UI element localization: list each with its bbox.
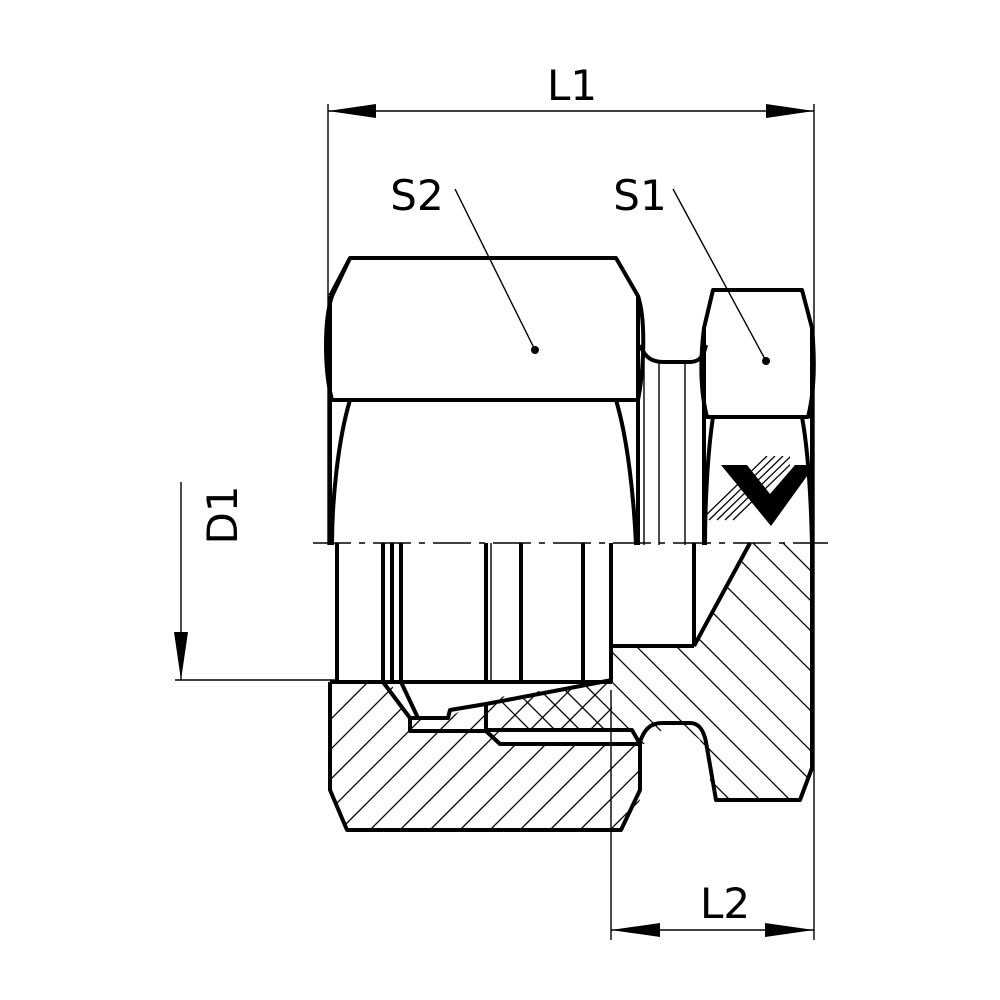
label-d1: D1 [198,485,247,544]
hex-face-small [699,288,816,419]
neck-groove [638,344,708,545]
arrowhead-right-icon [765,923,814,937]
leader-dot-icon [762,357,770,365]
label-l1: L1 [547,61,597,110]
label-l2: L2 [700,879,750,928]
label-s2: S2 [390,171,443,220]
label-s1: S1 [613,171,666,220]
flank-curve-right [614,399,638,546]
section-outlines [328,542,814,832]
nut-outline [328,682,642,832]
arrowhead-left-icon [611,923,660,937]
flank-curve-left [703,416,715,546]
surface-finish-symbol-icon [705,456,815,526]
groove-profile [638,344,708,364]
arrowhead-right-icon [766,104,814,118]
flank-curve-left [330,399,352,546]
nut-section-hatching [329,680,640,830]
dimension-l2: L2 [610,690,814,940]
thread-bore [330,543,696,684]
leader-line [672,188,767,362]
dimension-l1: L1 [327,61,815,940]
chamfer-line [328,257,352,297]
small-hex-s1 [699,288,816,546]
groove [408,704,488,733]
large-hex-nut-s2 [324,256,646,546]
dimension-d1: D1 [174,482,336,681]
arrowhead-left-icon [328,104,376,118]
cone-face [692,542,752,647]
callout-s1: S1 [613,171,770,365]
callout-s2: S2 [390,171,539,354]
plug-shoulder [484,728,642,746]
seal-taper [381,678,613,720]
arrowhead-down-icon [174,632,188,680]
hex-face-top [324,256,646,402]
leader-dot-icon [531,346,539,354]
leader-line [454,188,536,351]
plug-outline [638,543,814,802]
